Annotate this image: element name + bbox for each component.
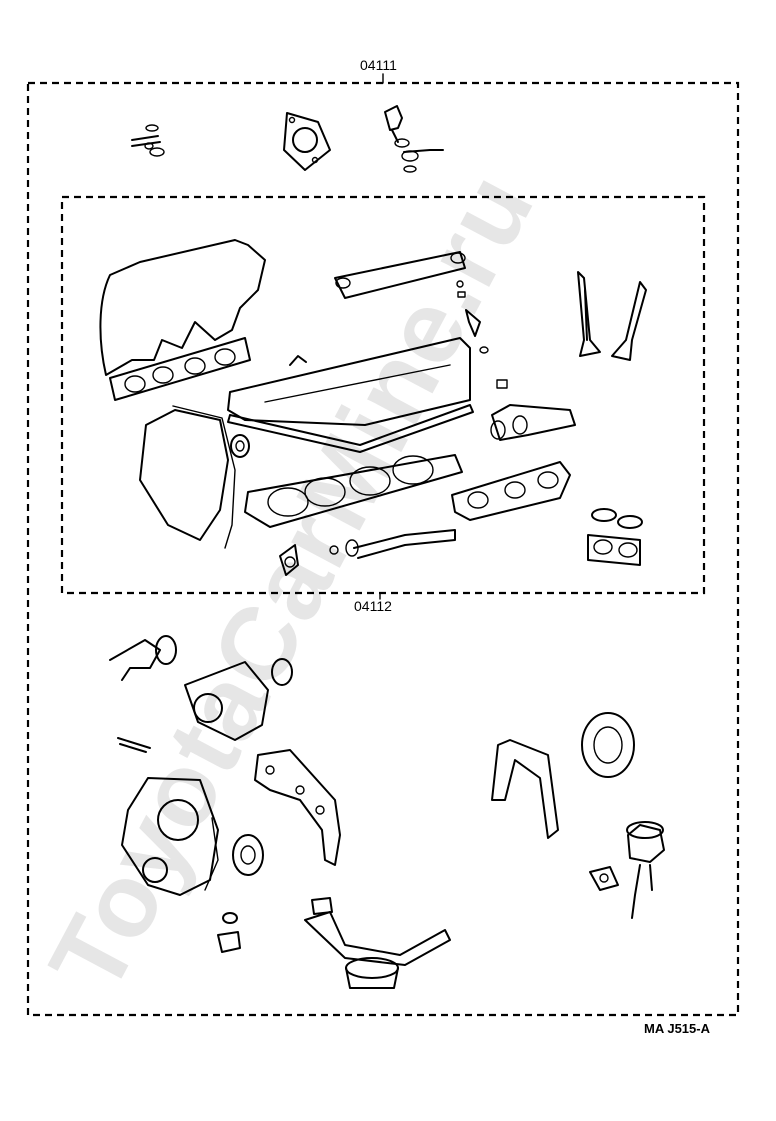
sensor-with-gaskets [384, 105, 444, 173]
timing-cover-rear-gasket [254, 749, 341, 866]
egr-valve [589, 821, 665, 919]
spark-plug-tube [117, 737, 151, 753]
crankshaft-rear-seal [581, 712, 635, 778]
catalytic-converter-gaskets [587, 508, 643, 566]
intake-valve [577, 271, 601, 357]
drain-plug-gasket [217, 912, 241, 953]
inner-kit-label: 04112 [354, 598, 392, 614]
camshaft-seal [230, 434, 250, 458]
exhaust-manifold-gasket [451, 379, 576, 521]
crankshaft-front-seal [232, 834, 264, 876]
small-bolt-with-washers [131, 124, 165, 157]
oil-strainer [304, 897, 451, 989]
cylinder-head-cover [227, 337, 474, 453]
reference-code: MA J515-A [644, 1021, 711, 1036]
exhaust-valve [611, 281, 647, 361]
fuel-rail-injectors [334, 251, 489, 354]
outer-kit-label: 04111 [360, 57, 397, 73]
timing-cover-gasket [139, 405, 236, 549]
rear-oil-seal-retainer-gasket [491, 739, 559, 839]
water-pump [184, 658, 293, 741]
inner-kit-frame [60, 195, 706, 595]
throttle-body-gasket [283, 112, 331, 171]
timing-belt-cover [121, 777, 219, 896]
intake-manifold-gasket [99, 239, 266, 401]
exhaust-pipe-gasket [279, 529, 456, 576]
water-outlet-with-gasket [109, 635, 177, 681]
cylinder-head-gasket [244, 454, 463, 528]
